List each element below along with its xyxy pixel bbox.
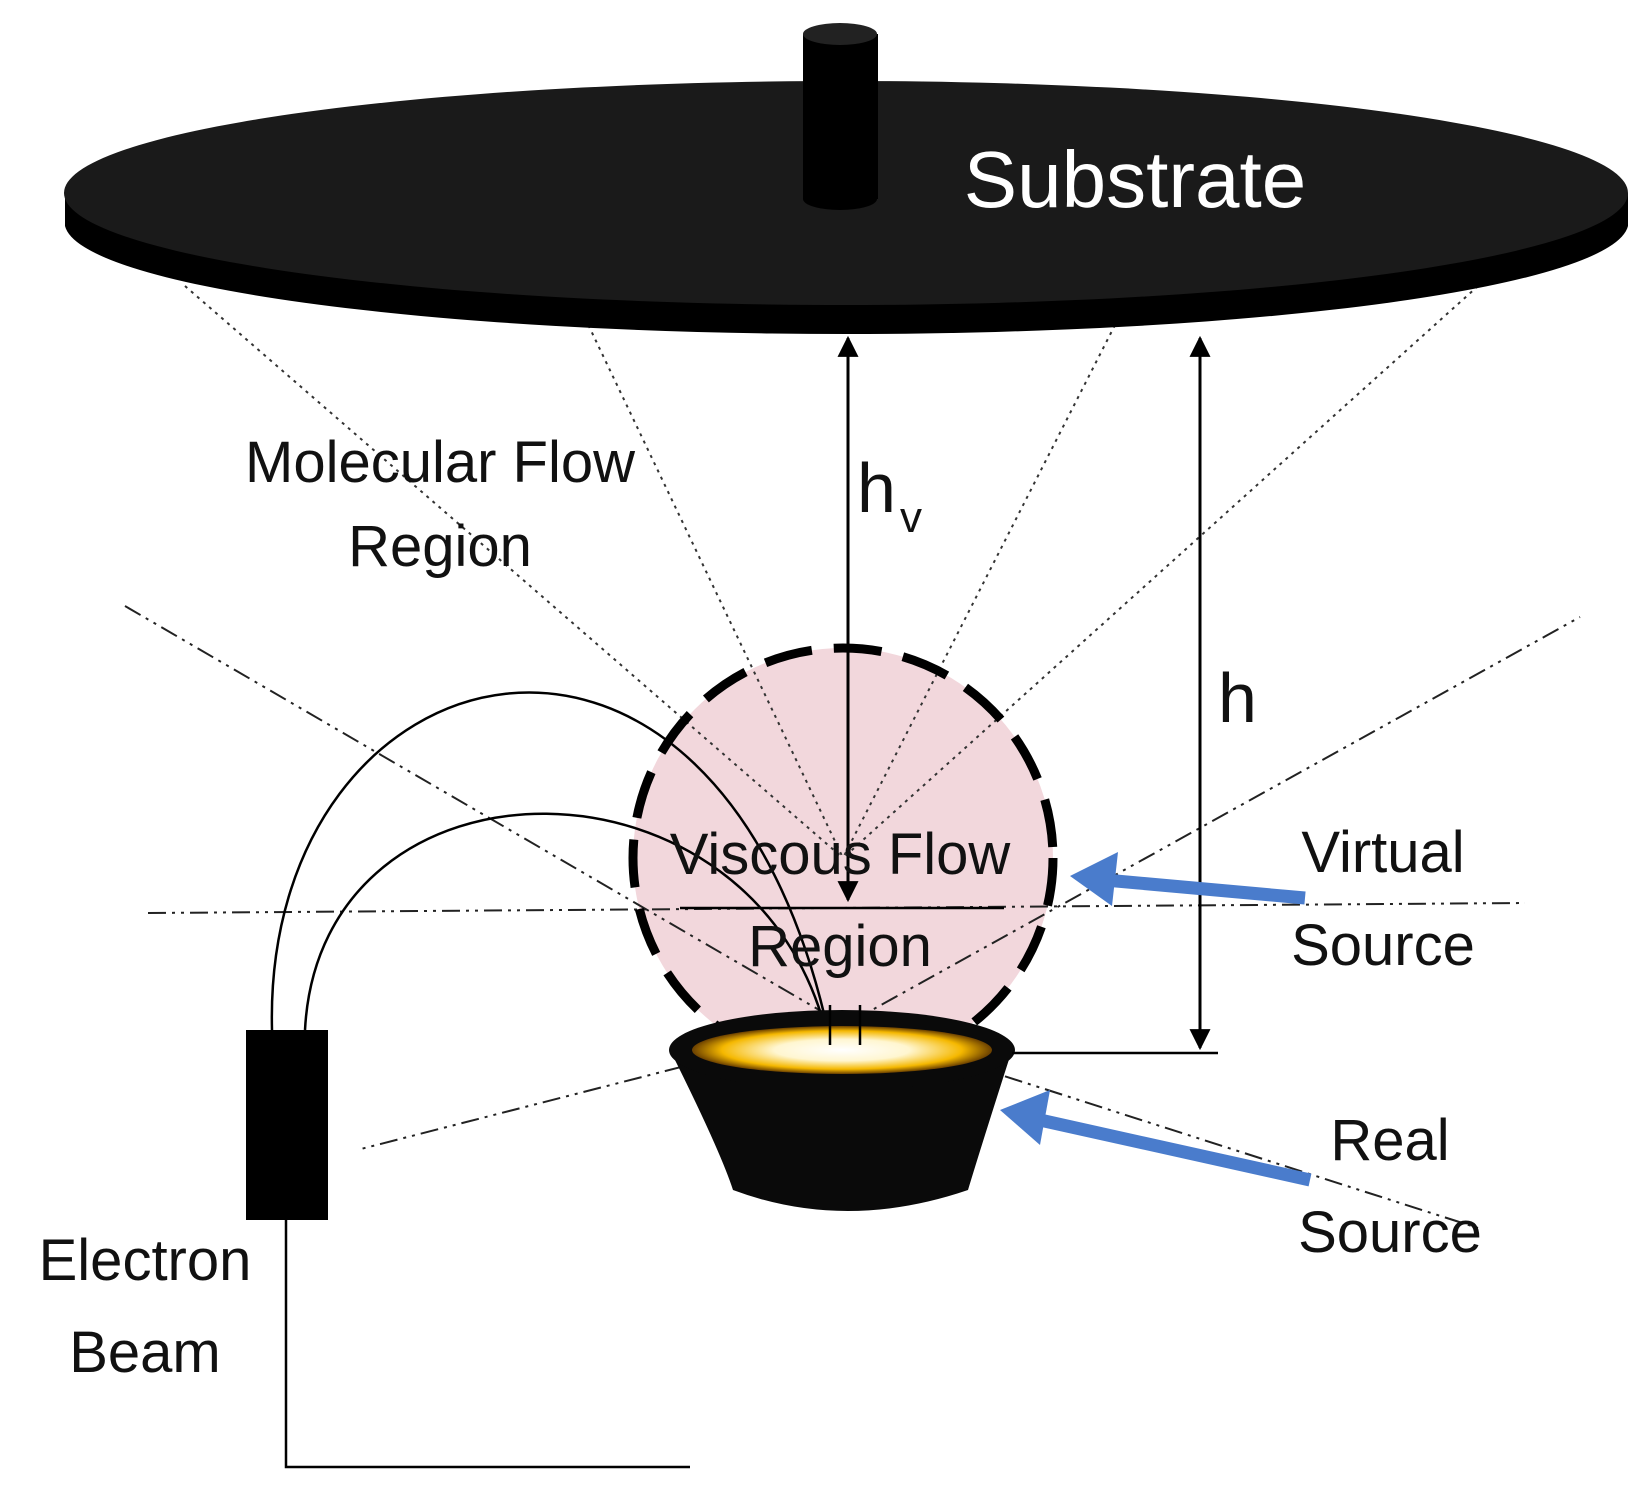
viscous-flow-label-line2: Region	[748, 914, 932, 979]
blue-arrows	[1000, 852, 1312, 1187]
real-source-label-line2: Source	[1298, 1200, 1482, 1265]
viscous-flow-label-line1: Viscous Flow	[670, 822, 1012, 887]
real-source-arrow-shaft	[1038, 1113, 1312, 1187]
real-source-label-line1: Real	[1330, 1108, 1449, 1173]
real-source-arrow-head	[1000, 1090, 1050, 1145]
virtual-source-label-line2: Source	[1291, 913, 1475, 978]
crucible-body	[670, 1050, 1012, 1211]
hv-label: h	[857, 449, 896, 527]
substrate-label: Substrate	[964, 135, 1306, 224]
virtual-source-label-line1: Virtual	[1301, 820, 1464, 885]
crucible	[669, 1010, 1015, 1211]
electron-gun-cable	[284, 1220, 690, 1469]
molecular-flow-label-line1: Molecular Flow	[245, 430, 636, 495]
substrate	[64, 23, 1628, 334]
h-label: h	[1218, 659, 1257, 737]
molten-source	[692, 1026, 992, 1074]
dimension-lines	[828, 335, 1218, 1055]
electron-gun	[246, 1030, 328, 1220]
dotted-flow-rays	[184, 285, 1479, 859]
virtual-source-arrow-head	[1070, 852, 1118, 906]
molecular-flow-label-line2: Region	[348, 514, 532, 579]
electron-beam-label-line2: Beam	[69, 1320, 221, 1385]
hv-subscript: v	[900, 493, 922, 542]
virtual-source-arrow-shaft	[1104, 873, 1306, 905]
electron-beam-paths	[270, 691, 832, 1041]
electron-beam-label-line1: Electron	[39, 1228, 252, 1293]
substrate-shaft-top	[803, 23, 877, 45]
substrate-shaft-base	[803, 188, 877, 210]
substrate-shaft	[803, 34, 878, 199]
